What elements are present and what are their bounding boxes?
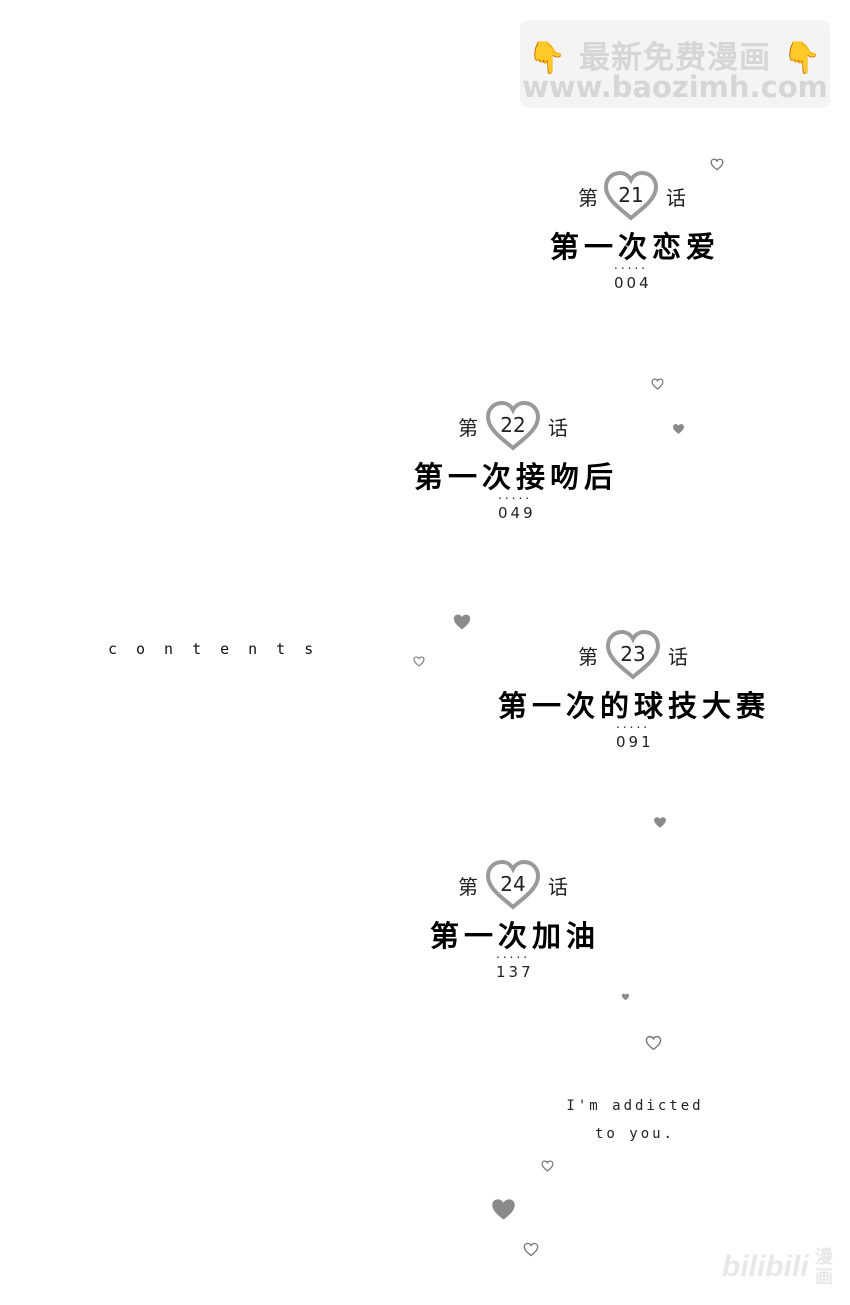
chapter-suffix: 话 [666,186,686,210]
chapter-page-number: 004 [614,274,652,292]
chapter-header: 第 21 话 [540,170,740,221]
watermark-text-line1: 👇 最新免费漫画 👇 [527,40,823,76]
small-heart-outline-icon [710,158,724,171]
chapter-page-number: 049 [498,504,536,522]
contents-label: contents [108,640,333,658]
small-heart-outline-icon [413,656,425,667]
chapter-prefix: 第 [578,186,598,210]
chapter-title: 第一次恋爱 [550,230,721,264]
chapter-entry-21[interactable]: 第 21 话 第一次恋爱 ..... 004 [540,170,740,300]
dot-separator: ..... [616,717,651,731]
chapter-suffix: 话 [548,416,568,440]
chapter-title: 第一次的球技大赛 [498,689,771,723]
chapter-header: 第 22 话 [420,400,620,451]
chapter-page-number: 091 [616,733,654,751]
chapter-entry-22[interactable]: 第 22 话 第一次接吻后 ..... 049 [414,400,620,530]
chapter-number: 22 [500,413,526,437]
tagline: I'm addicted to you. [560,1092,710,1148]
dot-separator: ..... [498,488,533,502]
tagline-line2: to you. [594,1126,675,1142]
bilibili-logo-sub: 漫画 [815,1247,833,1288]
chapter-number: 24 [500,872,526,896]
small-heart-outline-icon [541,1160,554,1172]
watermark-url: www.baozimh.com [522,70,828,104]
chapter-suffix: 话 [548,875,568,899]
dot-separator: ..... [614,258,649,272]
chapter-title: 第一次接吻后 [414,460,619,494]
chapter-title: 第一次加油 [430,919,601,953]
chapter-entry-24[interactable]: 第 24 话 第一次加油 ..... 137 [420,859,620,989]
pointing-hand-icon: 👇 [782,40,823,76]
heart-filled-icon [453,614,471,630]
chapter-header: 第 24 话 [420,859,620,910]
tiny-heart-filled-icon [621,993,630,1001]
chapter-prefix: 第 [578,645,598,669]
heart-outline-icon [485,400,541,451]
heart-outline-icon [523,1242,539,1257]
chapter-page-number: 137 [496,963,534,981]
heart-outline-icon [645,1035,662,1051]
small-heart-outline-icon [651,378,664,390]
heart-outline-icon [603,170,659,221]
heart-filled-icon [492,1199,515,1220]
heart-outline-icon [605,629,661,680]
pointing-hand-icon: 👇 [527,40,568,76]
chapter-prefix: 第 [458,416,478,440]
small-heart-filled-icon [654,817,666,828]
chapter-number: 21 [618,183,644,207]
chapter-suffix: 话 [668,645,688,669]
heart-outline-icon [485,859,541,910]
bilibili-logo: bilibili [722,1250,809,1283]
tagline-line1: I'm addicted [566,1098,704,1114]
dot-separator: ..... [496,947,531,961]
watermark-banner: 👇 最新免费漫画 👇 www.baozimh.com [520,20,830,108]
chapter-header: 第 23 话 [540,629,780,680]
chapter-prefix: 第 [458,875,478,899]
chapter-number: 23 [620,642,646,666]
chapter-entry-23[interactable]: 第 23 话 第一次的球技大赛 ..... 091 [498,629,780,759]
small-heart-filled-icon [673,424,684,434]
